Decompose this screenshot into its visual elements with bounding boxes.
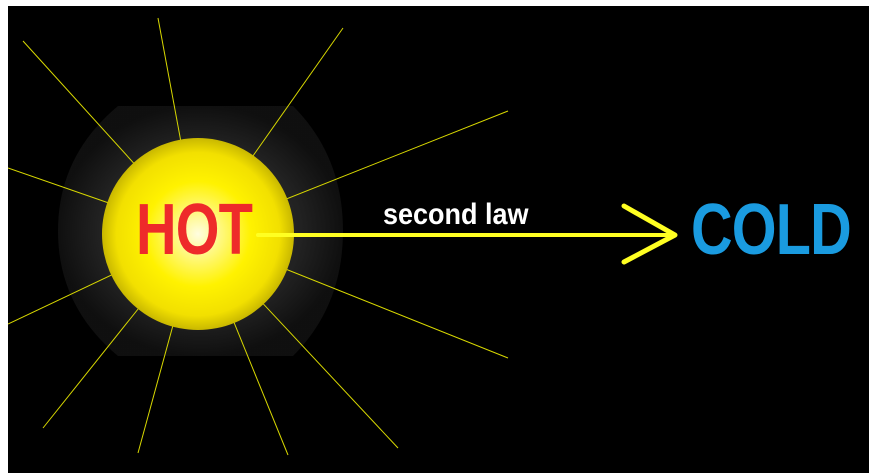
second-law-label: second law: [383, 200, 529, 230]
cold-label: COLD: [691, 194, 851, 266]
diagram-canvas: HOT second law COLD: [8, 6, 869, 473]
hot-label: HOT: [136, 194, 252, 266]
